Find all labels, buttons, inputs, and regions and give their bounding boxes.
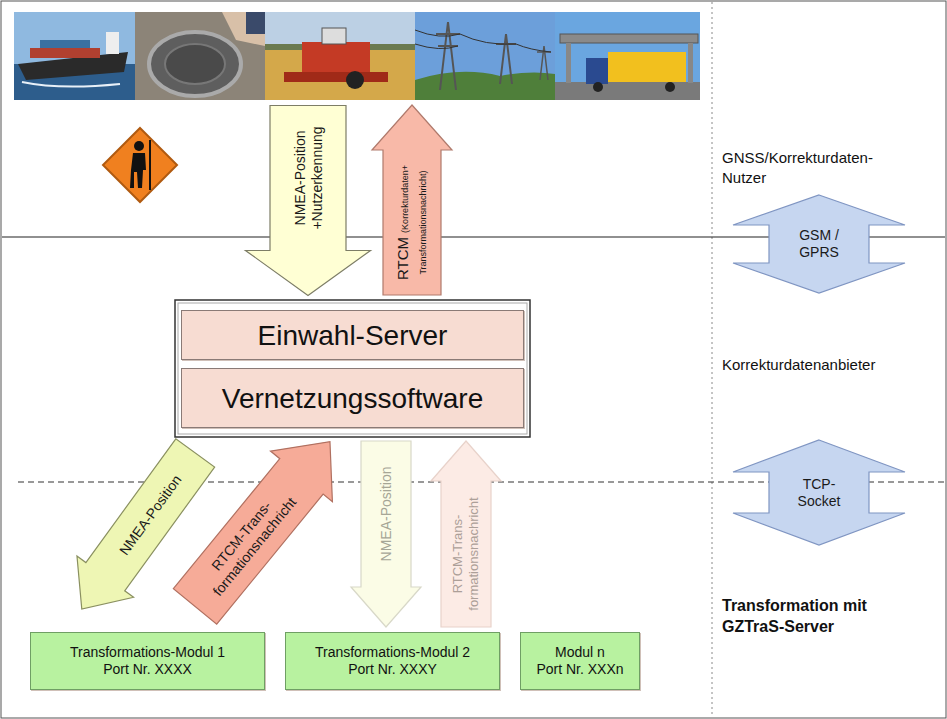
server-frame bbox=[175, 300, 530, 437]
arrow-text: NMEA-Position bbox=[378, 467, 394, 562]
photo-arm bbox=[222, 12, 265, 46]
harvester-wheel bbox=[346, 71, 364, 89]
link-text: GSM / GPRS bbox=[788, 227, 850, 261]
arrow-text: RTCM-Trans- formationsnachricht bbox=[450, 497, 481, 610]
layer-label: Transformation mit GZTraS-Server bbox=[722, 596, 927, 638]
photo-road bbox=[555, 82, 700, 100]
layer-label: GNSS/Korrekturdaten- Nutzer bbox=[722, 148, 902, 187]
link-label: TCP-Socket bbox=[788, 476, 850, 510]
arrow-shape bbox=[372, 105, 452, 295]
pylon bbox=[496, 34, 516, 84]
truck-body bbox=[608, 52, 686, 82]
arrow-label: RTCM-Trans- formationsnachricht bbox=[185, 470, 311, 614]
link-arrow: GSM / GPRS bbox=[733, 195, 905, 293]
link-text: TCP-Socket bbox=[788, 476, 850, 510]
double-arrow-outline bbox=[733, 440, 905, 545]
server-box: Vernetzungssoftware bbox=[181, 368, 524, 428]
arrow-text-area: NMEA-Position +Nutzerkennung bbox=[270, 110, 346, 245]
survey-pole bbox=[149, 140, 151, 190]
arrow-label: RTCM(Korrekturdaten+ Transformationsnach… bbox=[394, 155, 430, 290]
arrow-outline bbox=[372, 105, 452, 295]
ship-wake bbox=[22, 82, 120, 87]
inactive-arrow: RTCM-Trans- formationsnachricht bbox=[431, 441, 501, 627]
link-label: GSM / GPRS bbox=[788, 227, 850, 261]
photo-sky bbox=[265, 12, 415, 48]
manhole-cover bbox=[165, 44, 225, 84]
ship-containers bbox=[40, 40, 90, 48]
toll-post bbox=[688, 43, 693, 83]
layer-label: Korrekturdatenanbieter bbox=[722, 355, 937, 375]
box-title: Einwahl-Server bbox=[258, 318, 448, 353]
column-divider bbox=[712, 2, 713, 717]
module-box: Transformations-Modul 1Port Nr. XXXX bbox=[30, 632, 265, 690]
arrow-text: RTCM-Trans- formationsnachricht bbox=[208, 494, 299, 599]
flow-arrow: RTCM-Trans- formationsnachricht bbox=[164, 416, 361, 631]
photo-sky bbox=[415, 12, 555, 100]
box-title: Transformations-Modul 1 bbox=[70, 644, 225, 662]
truck-wheel bbox=[665, 82, 675, 92]
server-box: Einwahl-Server bbox=[181, 310, 524, 360]
inactive-arrow: NMEA-Position bbox=[351, 441, 421, 627]
arrow-text-area: NMEA-Position bbox=[361, 446, 411, 582]
flow-arrow: NMEA-Position +Nutzerkennung bbox=[246, 105, 371, 295]
arrow-text-area: RTCM-Trans- formationsnachricht bbox=[441, 486, 491, 622]
harvester-cab bbox=[322, 28, 346, 44]
double-arrow-outline bbox=[733, 195, 905, 293]
photo-sleeve bbox=[246, 12, 265, 34]
arrow-text: NMEA-Position bbox=[115, 471, 184, 557]
photo-ground bbox=[135, 12, 265, 100]
box-subtitle: Port Nr. XXXn bbox=[536, 661, 623, 679]
module-box: Transformations-Modul 2Port Nr. XXXY bbox=[285, 632, 500, 690]
truck-wheel bbox=[593, 82, 603, 92]
harvester-header bbox=[284, 72, 388, 82]
box-title: Vernetzungssoftware bbox=[222, 381, 484, 416]
arrow-label: NMEA-Position bbox=[378, 467, 395, 562]
ship-bridge bbox=[106, 32, 119, 54]
photo-sky bbox=[555, 12, 700, 100]
arrow-outline bbox=[246, 105, 371, 295]
arrow-text: NMEA-Position +Nutzerkennung bbox=[291, 126, 324, 229]
flow-arrow: RTCM(Korrekturdaten+ Transformationsnach… bbox=[372, 105, 452, 295]
arrow-label: NMEA-Position +Nutzerkennung bbox=[291, 110, 325, 245]
box-title: Modul n bbox=[555, 644, 605, 662]
module-box: Modul nPort Nr. XXXn bbox=[520, 632, 640, 690]
arrow-text: RTCM bbox=[394, 237, 411, 280]
arrow-outline bbox=[431, 441, 501, 627]
box-title: Transformations-Modul 2 bbox=[315, 644, 470, 662]
warning-sign bbox=[103, 128, 177, 202]
double-arrow-text-area: GSM / GPRS bbox=[769, 195, 869, 293]
power-wire bbox=[415, 30, 551, 52]
arrow-text-area: RTCM(Korrekturdaten+ Transformationsnach… bbox=[383, 155, 441, 290]
arrow-label: NMEA-Position bbox=[115, 471, 184, 558]
harvester bbox=[302, 42, 370, 74]
link-arrow: TCP-Socket bbox=[733, 440, 905, 545]
double-arrow-text-area: TCP-Socket bbox=[769, 440, 869, 545]
box-subtitle: Port Nr. XXXX bbox=[103, 661, 192, 679]
arrow-outline bbox=[351, 441, 421, 627]
photo-sky bbox=[14, 12, 135, 100]
arrow-label: RTCM-Trans- formationsnachricht bbox=[450, 486, 481, 622]
photo-hills bbox=[415, 72, 555, 100]
truck-cab bbox=[586, 58, 608, 84]
person-icon bbox=[134, 141, 144, 151]
pylon bbox=[436, 22, 460, 90]
ship-containers bbox=[30, 48, 100, 58]
toll-gantry bbox=[560, 34, 698, 43]
box-subtitle: Port Nr. XXXY bbox=[348, 661, 437, 679]
manhole-cover bbox=[149, 32, 241, 96]
arrow-outline bbox=[164, 416, 361, 631]
toll-post bbox=[566, 43, 571, 83]
person-icon bbox=[130, 153, 146, 188]
server-frame bbox=[178, 303, 527, 434]
